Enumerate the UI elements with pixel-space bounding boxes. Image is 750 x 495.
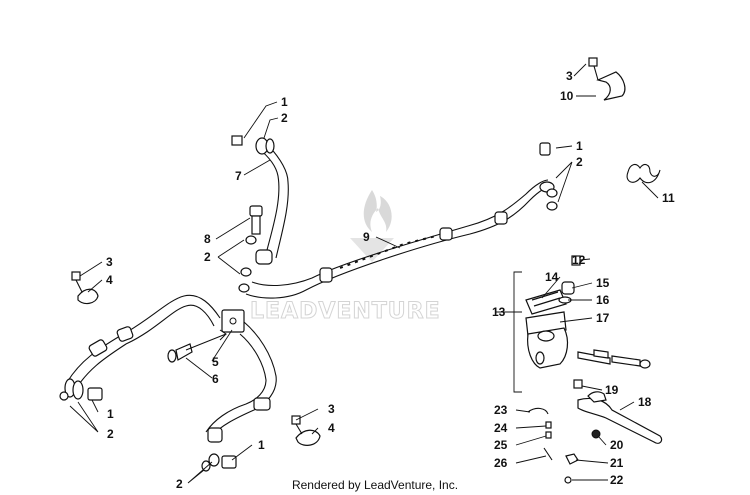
footer-credit: Rendered by LeadVenture, Inc. <box>291 478 459 492</box>
callout-6: 6 <box>212 372 219 386</box>
banjo-bolt-8 <box>238 205 263 293</box>
arrow-to-junction <box>185 329 228 351</box>
clamp-10 <box>588 57 626 101</box>
callout-5: 5 <box>212 355 219 369</box>
callout-16: 16 <box>596 293 610 307</box>
callout-14: 14 <box>545 270 559 284</box>
hose-7 <box>231 135 289 265</box>
small-parts <box>527 407 579 484</box>
callout-25: 25 <box>494 438 508 452</box>
callout-3-left: 3 <box>106 255 113 269</box>
callout-3-bottom: 3 <box>328 402 335 416</box>
banjo-bolt-1 <box>231 135 243 146</box>
brake-lever-18 <box>573 379 663 444</box>
callout-1-top: 1 <box>281 95 288 109</box>
callout-19: 19 <box>605 383 619 397</box>
callout-12: 12 <box>572 253 586 267</box>
callout-10: 10 <box>560 89 574 103</box>
callout-1-bottom-left: 1 <box>107 407 114 421</box>
callout-18: 18 <box>638 395 652 409</box>
callout-4-left: 4 <box>106 273 113 287</box>
callout-13: 13 <box>492 305 506 319</box>
callout-7: 7 <box>235 169 242 183</box>
callout-2-mid: 2 <box>204 250 211 264</box>
callout-2-bottom-left: 2 <box>107 427 114 441</box>
callout-8: 8 <box>204 232 211 246</box>
callout-24: 24 <box>494 421 508 435</box>
callout-22: 22 <box>610 473 624 487</box>
callout-26: 26 <box>494 456 508 470</box>
callout-11: 11 <box>662 191 675 205</box>
callout-9: 9 <box>363 230 370 244</box>
callout-3-top-right: 3 <box>566 69 573 83</box>
leadventure-watermark: LEADVENTURE <box>250 190 441 325</box>
callout-4-bottom: 4 <box>328 421 335 435</box>
callout-2-right: 2 <box>576 155 583 169</box>
master-cylinder-13 <box>513 255 651 393</box>
clip-11 <box>626 163 661 184</box>
hose-9 <box>245 142 558 299</box>
clamp-left <box>71 271 99 305</box>
leader-lines <box>69 63 659 484</box>
callout-1-right: 1 <box>576 139 583 153</box>
callout-21: 21 <box>610 456 624 470</box>
callout-23: 23 <box>494 403 508 417</box>
watermark-text: LEADVENTURE <box>250 299 441 324</box>
callouts: 1 2 7 8 2 1 2 3 10 11 9 3 4 5 6 1 2 3 4 … <box>106 69 675 491</box>
hose-left-assembly <box>59 294 277 472</box>
callout-15: 15 <box>596 276 610 290</box>
callout-1-bottom: 1 <box>258 438 265 452</box>
callout-2-top: 2 <box>281 111 288 125</box>
callout-2-bottom: 2 <box>176 477 183 491</box>
callout-17: 17 <box>596 311 610 325</box>
callout-20: 20 <box>610 438 624 452</box>
